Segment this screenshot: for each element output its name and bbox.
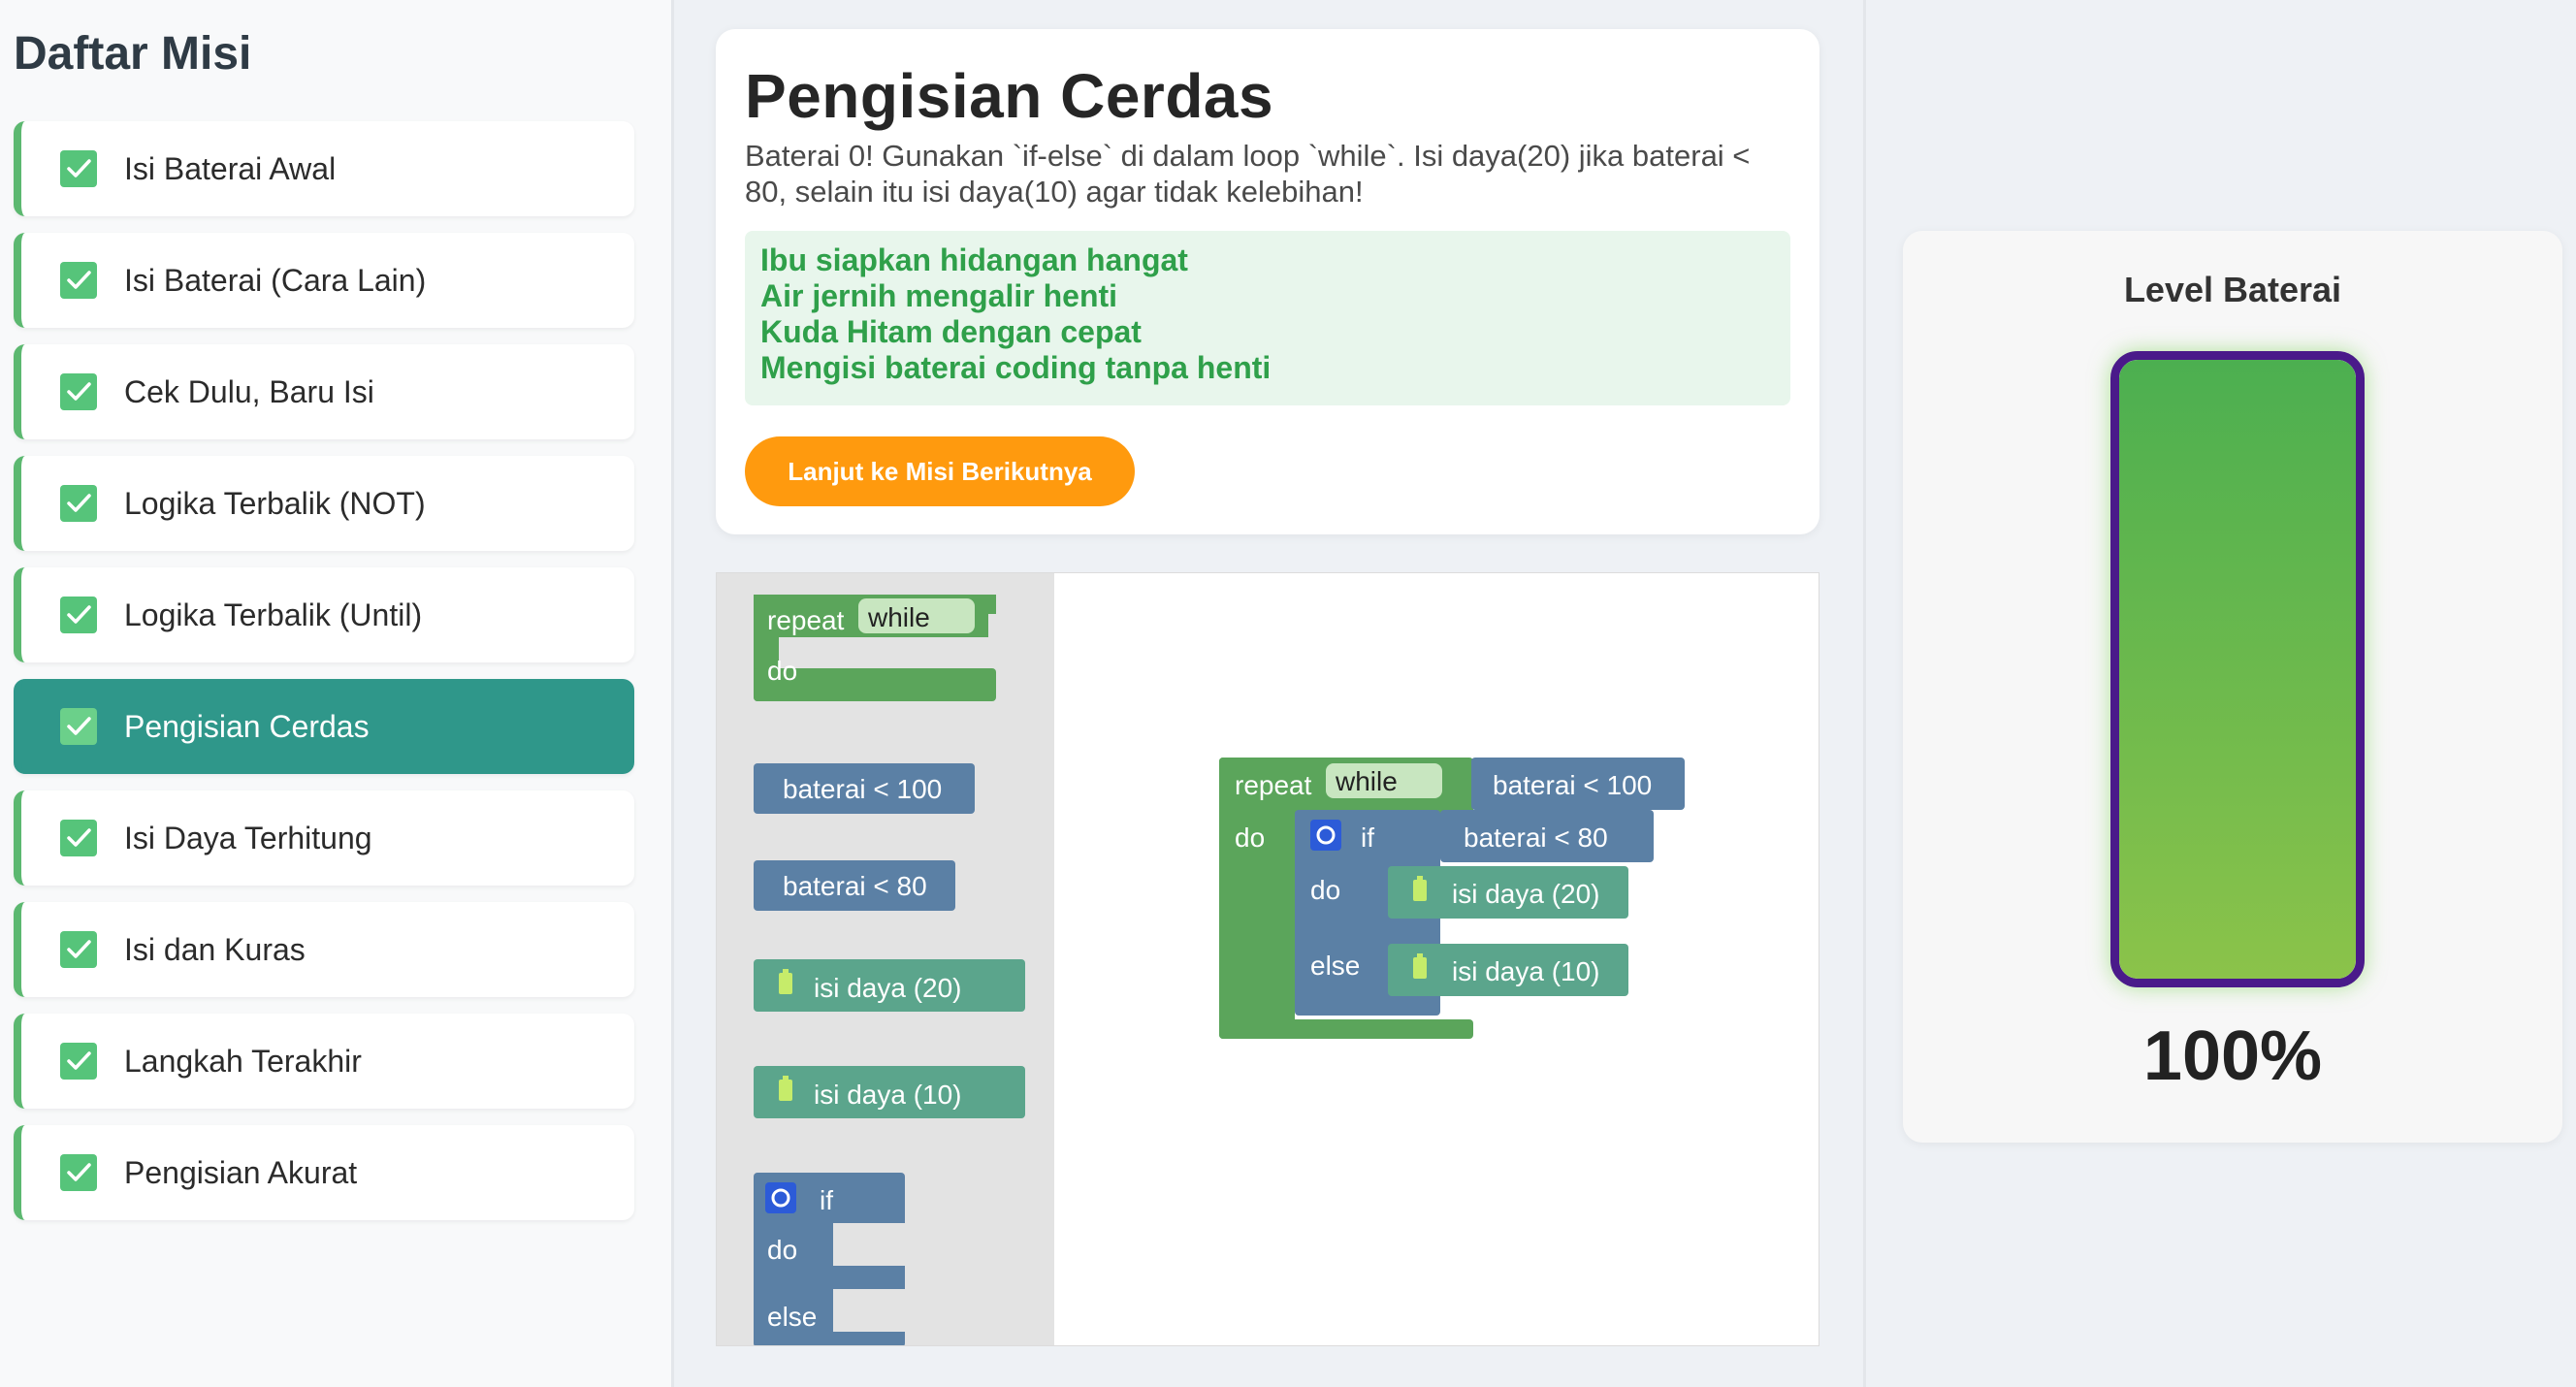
- if-label: if: [1361, 823, 1374, 853]
- poem-box: Ibu siapkan hidangan hangat Air jernih m…: [745, 231, 1790, 405]
- repeat-block-slot: [818, 637, 996, 668]
- main-area: Pengisian Cerdas Baterai 0! Gunakan `if-…: [677, 0, 1860, 1387]
- mission-card: Pengisian Cerdas Baterai 0! Gunakan `if-…: [716, 29, 1819, 534]
- checkbox-checked-icon: [60, 931, 97, 968]
- poem-line: Kuda Hitam dengan cepat: [760, 314, 1142, 349]
- mission-item[interactable]: Cek Dulu, Baru Isi: [14, 344, 634, 439]
- mission-item-label: Pengisian Cerdas: [124, 709, 370, 744]
- charge-label: isi daya (20): [814, 973, 962, 1003]
- mission-item-label: Logika Terbalik (Until): [124, 597, 423, 632]
- do-label: do: [767, 1235, 797, 1265]
- condition-label: baterai < 100: [1493, 770, 1652, 800]
- blockly-workspace[interactable]: repeat while do baterai < 100 baterai < 80 is…: [716, 572, 1819, 1346]
- status-panel: Level Baterai 100%: [1863, 0, 2576, 1387]
- condition-block[interactable]: [1440, 810, 1654, 862]
- poem-line: Mengisi baterai coding tanpa henti: [760, 350, 1272, 385]
- battery-icon: [1413, 880, 1427, 901]
- mission-item[interactable]: Isi dan Kuras: [14, 902, 634, 997]
- mission-item[interactable]: Logika Terbalik (NOT): [14, 456, 634, 551]
- do-label: do: [767, 656, 797, 686]
- charge-label: isi daya (10): [1452, 956, 1600, 986]
- checkbox-checked-icon: [60, 373, 97, 410]
- while-label: while: [867, 602, 930, 632]
- battery-icon: [1413, 957, 1427, 979]
- charge-label: isi daya (20): [1452, 879, 1600, 909]
- condition-block[interactable]: [754, 860, 955, 911]
- battery-percent: 100%: [2142, 1017, 2323, 1095]
- battery-fill: [2119, 360, 2356, 979]
- poem-line: Ibu siapkan hidangan hangat: [760, 242, 1188, 277]
- checkbox-checked-icon: [60, 150, 97, 187]
- do-label: do: [1235, 823, 1265, 853]
- checkbox-checked-icon: [60, 708, 97, 745]
- mission-item-label: Isi Daya Terhitung: [124, 821, 372, 855]
- checkbox-checked-icon: [60, 262, 97, 299]
- gear-icon[interactable]: [765, 1182, 796, 1213]
- while-dropdown[interactable]: [858, 598, 975, 633]
- repeat-block-bottom: [754, 668, 996, 701]
- charge-20-block[interactable]: [754, 959, 1025, 1012]
- battery-icon-tip: [783, 1076, 789, 1081]
- battery-icon: [779, 973, 792, 994]
- mission-item[interactable]: Isi Baterai Awal: [14, 121, 634, 216]
- else-label: else: [767, 1302, 817, 1332]
- mission-item[interactable]: Langkah Terakhir: [14, 1014, 634, 1109]
- else-label: else: [1310, 951, 1360, 981]
- mission-item-label: Langkah Terakhir: [124, 1044, 362, 1079]
- mission-item-label: Isi Baterai (Cara Lain): [124, 263, 427, 298]
- checkbox-checked-icon: [60, 1043, 97, 1080]
- condition-label: baterai < 100: [783, 774, 942, 804]
- if-label: if: [820, 1185, 833, 1215]
- program-repeat-spine: [1219, 758, 1295, 1039]
- gear-icon-ring: [771, 1188, 790, 1208]
- gear-icon-ring: [1316, 825, 1336, 845]
- program-repeat-bottom: [1219, 1019, 1473, 1039]
- charge-label: isi daya (10): [814, 1080, 962, 1110]
- mission-description: Baterai 0! Gunakan `if-else` di dalam lo…: [745, 139, 1751, 209]
- sidebar-title: Daftar Misi: [14, 28, 252, 80]
- mission-item[interactable]: Logika Terbalik (Until): [14, 567, 634, 662]
- poem-line: Air jernih mengalir henti: [760, 278, 1118, 313]
- mission-item-label: Pengisian Akurat: [124, 1155, 358, 1190]
- do-label: do: [1310, 875, 1340, 905]
- charge-10-block[interactable]: [754, 1066, 1025, 1118]
- battery-card: Level Baterai 100%: [1903, 231, 2562, 1143]
- checkbox-checked-icon: [60, 597, 97, 633]
- while-dropdown[interactable]: [1326, 763, 1442, 798]
- condition-block[interactable]: [1471, 758, 1685, 810]
- condition-block[interactable]: [754, 763, 975, 814]
- if-else-slot: [833, 1289, 905, 1332]
- charge-20-block[interactable]: [1388, 866, 1628, 919]
- checkbox-checked-icon: [60, 485, 97, 522]
- mission-item-label: Logika Terbalik (NOT): [124, 486, 426, 521]
- condition-label: baterai < 80: [783, 871, 927, 901]
- checkbox-checked-icon: [60, 820, 97, 856]
- condition-label: baterai < 80: [1464, 823, 1608, 853]
- mission-item[interactable]: Isi Baterai (Cara Lain): [14, 233, 634, 328]
- battery-gauge: [2110, 351, 2365, 987]
- while-label: while: [1335, 766, 1398, 796]
- mission-item-label: Isi Baterai Awal: [124, 151, 337, 186]
- battery-icon-tip: [783, 969, 789, 974]
- mission-item[interactable]: Pengisian Akurat: [14, 1125, 634, 1220]
- blocks-canvas: repeat while do baterai < 100 baterai < 80 is…: [754, 595, 1685, 1345]
- battery-title: Level Baterai: [2123, 270, 2342, 309]
- if-do-slot: [833, 1223, 905, 1266]
- mission-item[interactable]: Pengisian Cerdas: [14, 679, 634, 774]
- battery-icon-tip: [1417, 953, 1423, 958]
- battery-icon: [779, 1080, 792, 1101]
- gear-icon[interactable]: [1310, 820, 1341, 851]
- mission-item[interactable]: Isi Daya Terhitung: [14, 790, 634, 886]
- next-mission-button[interactable]: Lanjut ke Misi Berikutnya: [745, 436, 1135, 506]
- mission-item-label: Isi dan Kuras: [124, 932, 306, 967]
- repeat-label: repeat: [1235, 770, 1312, 800]
- battery-icon-tip: [1417, 876, 1423, 881]
- charge-10-block[interactable]: [1388, 944, 1628, 996]
- repeat-label: repeat: [767, 605, 845, 635]
- mission-title: Pengisian Cerdas: [745, 61, 1274, 131]
- mission-item-label: Cek Dulu, Baru Isi: [124, 374, 374, 409]
- checkbox-checked-icon: [60, 1154, 97, 1191]
